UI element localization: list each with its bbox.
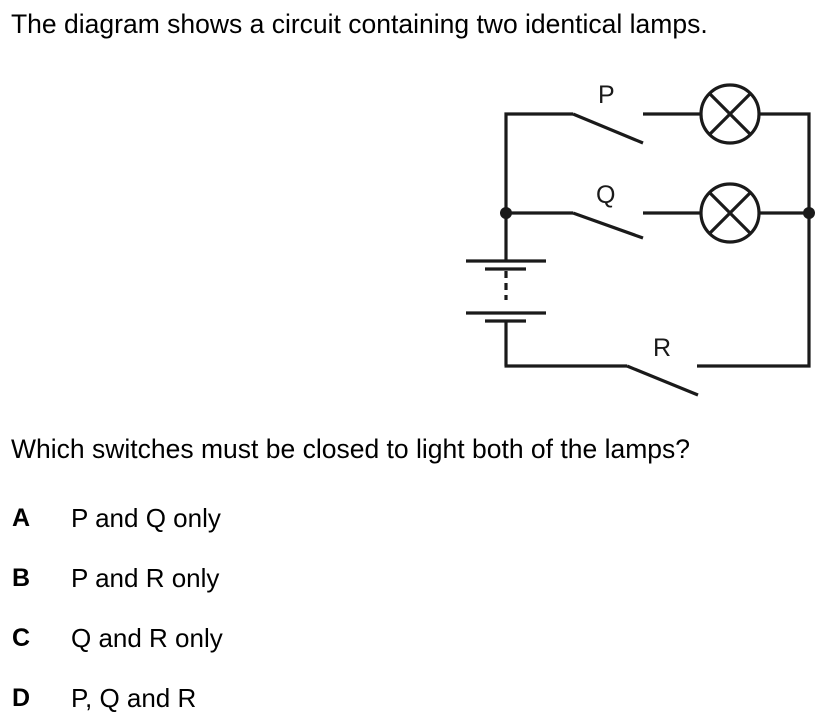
switch-r-blade xyxy=(626,364,699,397)
question-intro: The diagram shows a circuit containing t… xyxy=(11,9,708,39)
option-a-letter: A xyxy=(12,504,31,532)
switch-p-label: P xyxy=(598,81,615,109)
option-c-text: Q and R only xyxy=(71,623,223,653)
question-prompt: Which switches must be closed to light b… xyxy=(11,434,691,464)
option-d-text: P, Q and R xyxy=(71,683,197,713)
switch-q-label: Q xyxy=(596,181,615,209)
option-c-letter: C xyxy=(12,624,31,652)
switch-p-blade xyxy=(572,112,644,145)
wire-top-left xyxy=(504,112,573,213)
battery xyxy=(466,213,546,366)
option-d-letter: D xyxy=(12,684,31,712)
option-b-letter: B xyxy=(12,564,31,592)
option-a-text: P and Q only xyxy=(71,503,221,533)
switch-q-blade xyxy=(572,211,644,240)
wire-top-right xyxy=(759,112,811,213)
lamp-middle xyxy=(699,182,761,244)
option-b-text: P and R only xyxy=(71,563,220,593)
lamp-top xyxy=(699,83,761,145)
switch-r-label: R xyxy=(653,334,671,362)
wire-bottom-right xyxy=(697,213,811,368)
